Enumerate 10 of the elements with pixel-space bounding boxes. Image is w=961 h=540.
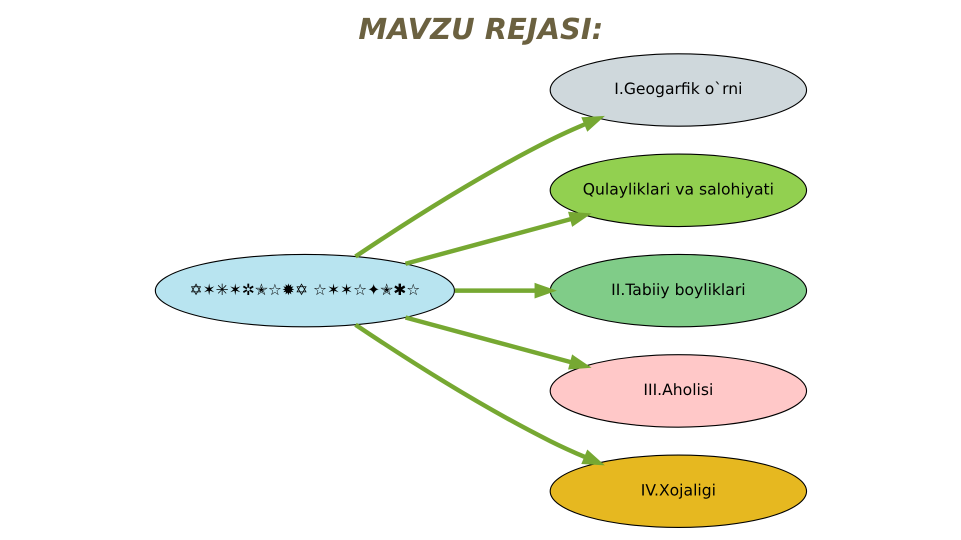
node-ellipse: IV.Xojaligi: [549, 454, 807, 528]
arrow: [354, 116, 604, 258]
node-ellipse: II.Tabiiy boyliklari: [549, 254, 807, 328]
node-ellipse: ✡✶✳✶✲✭☆✹✡ ☆✶✶☆✦✭✱☆: [154, 254, 454, 328]
arrow: [404, 315, 592, 370]
node-ellipse: I.Geogarfik o`rni: [549, 53, 807, 127]
arrow: [354, 322, 604, 466]
arrow: [404, 212, 592, 266]
diagram-title: MAVZU REJASI:: [358, 12, 603, 46]
arrow: [454, 282, 556, 298]
